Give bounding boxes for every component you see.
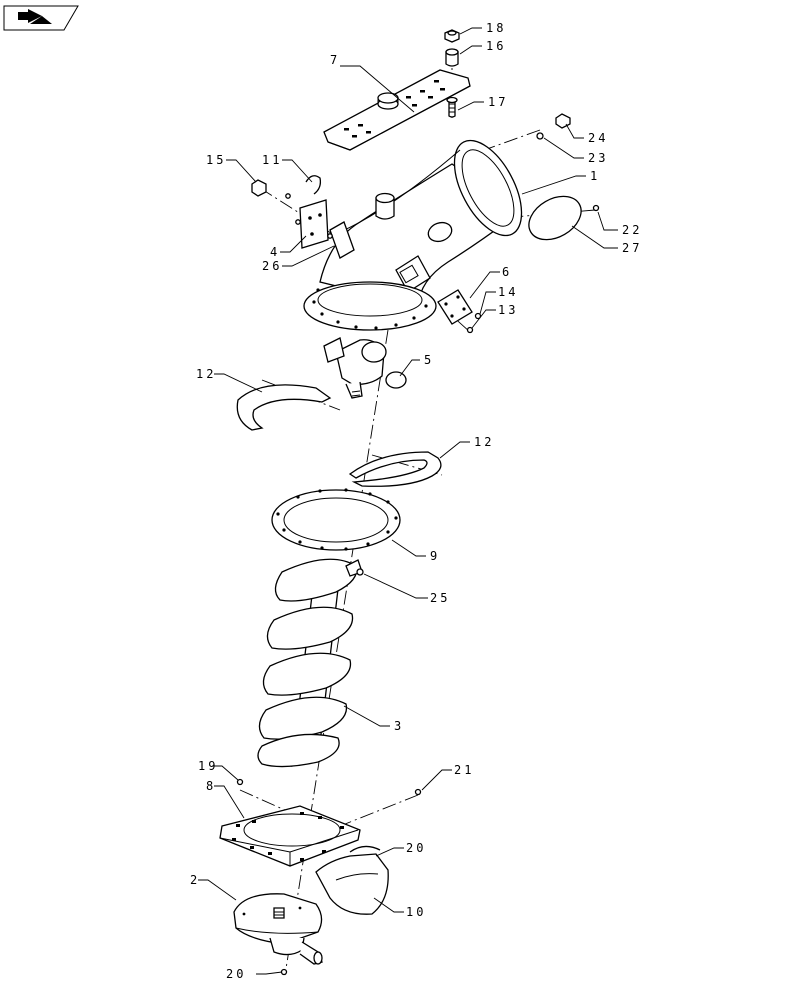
- callout-19: 19: [198, 759, 218, 773]
- callout-14: 14: [498, 285, 518, 299]
- book-arrow-icon[interactable]: [3, 5, 79, 31]
- cover-plate-part-6: [437, 289, 482, 334]
- callout-7: 7: [330, 53, 340, 67]
- callout-1: 1: [590, 169, 600, 183]
- callout-8: 8: [206, 779, 216, 793]
- callout-17: 17: [488, 95, 508, 109]
- callout-23: 23: [588, 151, 608, 165]
- callout-2: 2: [190, 873, 200, 887]
- callout-9: 9: [430, 549, 440, 563]
- mount-frame-part-8: [219, 778, 422, 867]
- callout-21: 21: [454, 763, 474, 777]
- callout-24: 24: [588, 131, 608, 145]
- callout-18: 18: [486, 21, 506, 35]
- callout-4: 4: [270, 245, 280, 259]
- leader-lines: [198, 27, 618, 975]
- callout-26: 26: [262, 259, 282, 273]
- callout-labels: 18 16 7 17 24 23 15 11 1 22 4 27 26 6 14…: [190, 21, 642, 981]
- cover-disc-part-27: [528, 195, 582, 241]
- callout-6: 6: [502, 265, 512, 279]
- shield-ring-part-12-right: [348, 451, 442, 487]
- callout-5: 5: [424, 353, 434, 367]
- fasteners-16-17-18: [444, 29, 460, 118]
- auger-part-3: [257, 558, 364, 768]
- spout-housing-part-1: [303, 139, 523, 331]
- callout-22: 22: [622, 223, 642, 237]
- callout-10: 10: [406, 905, 426, 919]
- callout-3: 3: [394, 719, 404, 733]
- callout-11: 11: [262, 153, 282, 167]
- deflector-part-10: [315, 845, 389, 915]
- callout-25: 25: [430, 591, 450, 605]
- cover-plate-part-7: [323, 69, 471, 151]
- callout-13: 13: [498, 303, 518, 317]
- gearbox-part-5: [323, 337, 407, 399]
- bracket-group-4-11-15-26: [251, 175, 333, 249]
- callout-12-right: 12: [474, 435, 494, 449]
- callout-15: 15: [206, 153, 226, 167]
- gasket-part-9: [271, 488, 401, 551]
- callout-12-left: 12: [196, 367, 216, 381]
- callout-20-lower: 20: [226, 967, 246, 981]
- callout-16: 16: [486, 39, 506, 53]
- callout-20-upper: 20: [406, 841, 426, 855]
- shield-ring-part-12-left: [236, 384, 332, 431]
- callout-27: 27: [622, 241, 642, 255]
- bottom-gearbox-part-2: [233, 893, 323, 976]
